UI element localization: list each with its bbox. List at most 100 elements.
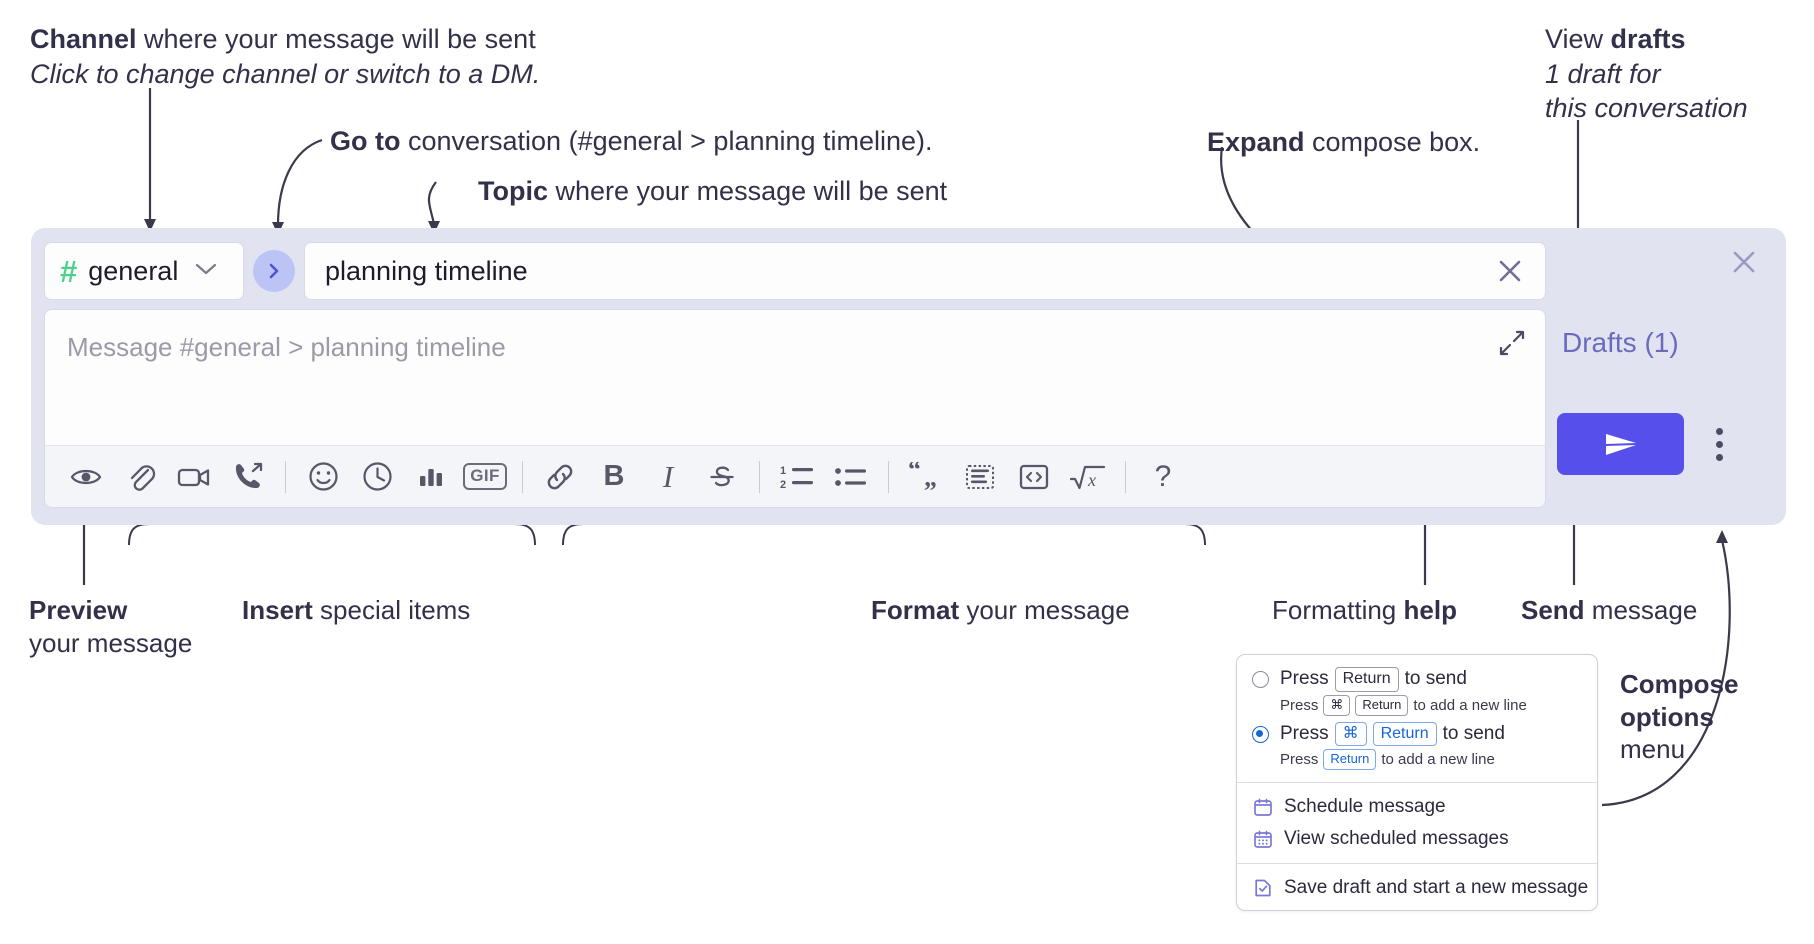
inline-code-icon[interactable] — [1011, 454, 1057, 500]
chevron-right-icon — [269, 263, 279, 279]
option1-key-return: Return — [1334, 667, 1399, 692]
annotation-goto-rest: conversation (#general > planning timeli… — [400, 126, 933, 156]
annotation-expand-bold: Expand — [1207, 127, 1305, 157]
option1-sub-press: Press — [1280, 696, 1319, 714]
send-paper-plane-icon — [1605, 434, 1636, 455]
message-placeholder: Message #general > planning timeline — [67, 332, 506, 362]
annotation-insert-bold: Insert — [242, 595, 313, 625]
chevron-down-icon — [195, 262, 217, 281]
italic-label: I — [662, 459, 674, 494]
menu-item-view-scheduled-messages-label: View scheduled messages — [1284, 828, 1509, 850]
annotation-drafts-italic1: 1 draft for — [1545, 58, 1661, 89]
channel-name: general — [88, 255, 179, 286]
italic-icon[interactable]: I — [645, 454, 691, 500]
annotation-compose-options: Compose options menu — [1620, 668, 1814, 766]
annotation-preview-rest: your message — [29, 628, 193, 659]
phone-forward-icon[interactable] — [225, 454, 271, 500]
menu-radio-option-1-sub: Press ⌘ Return to add a new line — [1237, 694, 1597, 720]
compose-header-row: # general planning timeline — [44, 242, 1546, 300]
send-button[interactable] — [1557, 413, 1684, 475]
option2-key-return: Return — [1372, 721, 1437, 747]
formatting-help-icon[interactable]: ? — [1140, 454, 1186, 500]
menu-radio-option-2-label: Press ⌘ Return to send — [1280, 721, 1505, 747]
annotation-help-bold: help — [1403, 595, 1457, 625]
channel-selector[interactable]: # general — [44, 242, 244, 300]
annotation-goto: Go to conversation (#general > planning … — [330, 124, 1050, 159]
annotation-format-rest: your message — [959, 595, 1130, 625]
annotation-preview-bold: Preview — [29, 595, 128, 625]
compose-options-menu-button[interactable] — [1701, 416, 1737, 472]
message-input[interactable]: Message #general > planning timeline — [45, 310, 1545, 445]
svg-text:2: 2 — [780, 479, 786, 491]
gif-icon[interactable]: GIF — [462, 454, 508, 500]
svg-text:„: „ — [924, 463, 937, 492]
annotation-insert-rest: special items — [312, 595, 471, 625]
option2-key-cmd: ⌘ — [1334, 721, 1367, 747]
help-label: ? — [1154, 459, 1172, 493]
menu-radio-option-1[interactable]: Press Return to send — [1237, 665, 1597, 694]
blockquote-icon[interactable]: “„ — [903, 454, 949, 500]
annotation-help-lead: Formatting — [1272, 595, 1404, 625]
annotation-expand-rest: compose box. — [1304, 127, 1481, 157]
strikethrough-icon[interactable] — [699, 454, 745, 500]
code-block-icon[interactable] — [957, 454, 1003, 500]
option2-press: Press — [1280, 723, 1329, 745]
menu-item-schedule-message[interactable]: Schedule message — [1237, 791, 1597, 823]
annotation-channel-bold: Channel — [30, 24, 137, 54]
bar-chart-icon[interactable] — [408, 454, 454, 500]
annotation-topic-bold: Topic — [478, 176, 548, 206]
compose-options-menu: Press Return to send Press ⌘ Return to a… — [1236, 654, 1598, 912]
annotation-help: Formatting help — [1272, 594, 1572, 627]
menu-item-schedule-message-label: Schedule message — [1284, 796, 1446, 818]
drafts-link[interactable]: Drafts (1) — [1562, 327, 1679, 358]
annotation-drafts-lead: View — [1545, 24, 1611, 54]
menu-divider — [1237, 782, 1597, 784]
eye-icon[interactable] — [63, 454, 109, 500]
topic-input[interactable]: planning timeline — [304, 242, 1546, 300]
annotation-topic: Topic where your message will be sent — [478, 174, 1178, 209]
paperclip-icon[interactable] — [117, 454, 163, 500]
annotation-channel-italic: Click to change channel or switch to a D… — [30, 58, 541, 89]
menu-radio-option-2[interactable]: Press ⌘ Return to send — [1237, 720, 1597, 749]
link-icon[interactable] — [537, 454, 583, 500]
video-camera-icon[interactable] — [171, 454, 217, 500]
menu-item-save-draft[interactable]: Save draft and start a new message — [1237, 872, 1597, 904]
option1-sub-key-return: Return — [1355, 694, 1409, 716]
annotation-goto-bold: Go to — [330, 126, 401, 156]
annotation-channel-rest: where your message will be sent — [136, 24, 536, 54]
bulleted-list-icon[interactable] — [828, 454, 874, 500]
annotation-expand: Expand compose box. — [1207, 125, 1537, 160]
annotation-compose-options-bold1: Compose — [1620, 669, 1739, 699]
compose-widget: # general planning timeline — [31, 228, 1786, 525]
menu-item-view-scheduled-messages[interactable]: View scheduled messages — [1237, 823, 1597, 855]
expand-compose-icon[interactable] — [1493, 324, 1531, 362]
toolbar-divider — [285, 460, 286, 493]
clock-icon[interactable] — [354, 454, 400, 500]
svg-text:“: “ — [908, 462, 921, 484]
goto-conversation-button[interactable] — [253, 250, 295, 292]
math-icon[interactable]: x — [1065, 454, 1111, 500]
close-icon[interactable] — [1489, 250, 1531, 292]
annotation-format-bold: Format — [871, 595, 960, 625]
annotation-compose-options-bold2: options — [1620, 701, 1714, 732]
option2-sub-key-return: Return — [1323, 749, 1377, 771]
emoji-icon[interactable] — [300, 454, 346, 500]
close-icon[interactable] — [1724, 242, 1764, 282]
topic-value: planning timeline — [325, 255, 528, 286]
menu-divider — [1237, 863, 1597, 865]
svg-text:x: x — [1087, 470, 1096, 490]
message-box: Message #general > planning timeline — [44, 309, 1546, 508]
option1-tail: to send — [1404, 668, 1467, 690]
annotation-compose-options-rest: menu — [1620, 734, 1686, 764]
menu-radio-option-2-sub: Press Return to add a new line — [1237, 748, 1597, 774]
annotation-send-rest: message — [1584, 595, 1698, 625]
annotation-topic-rest: where your message will be sent — [548, 176, 948, 206]
save-draft-icon — [1252, 878, 1273, 899]
toolbar-divider — [522, 460, 523, 493]
bold-icon[interactable]: B — [591, 454, 637, 500]
option2-sub-press: Press — [1280, 751, 1319, 769]
annotation-format: Format your message — [871, 594, 1231, 627]
calendar-grid-icon — [1252, 829, 1273, 850]
annotation-insert: Insert special items — [242, 594, 602, 627]
